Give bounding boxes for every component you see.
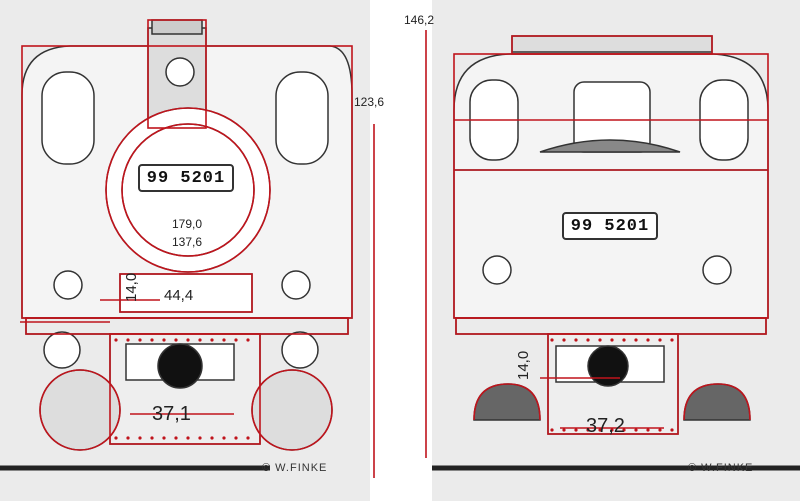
front-buffer-width-label: 44,4 bbox=[164, 287, 194, 304]
rear-credit: © W.FINKE bbox=[688, 462, 754, 474]
front-height-label: 123,6 bbox=[354, 95, 385, 109]
rear-buffer-height-label: 14,0 bbox=[515, 350, 532, 380]
front-credit: © W.FINKE bbox=[262, 462, 328, 474]
front-lower-width-label: 37,1 bbox=[152, 403, 191, 425]
rear-total-height-label: 146,2 bbox=[404, 13, 435, 27]
rear-number-plate: 99 5201 bbox=[562, 212, 658, 240]
front-inner-diameter-label: 137,6 bbox=[172, 235, 203, 249]
front-buffer-height-label: 14,0 bbox=[123, 272, 140, 302]
rear-lower-width-label: 37,2 bbox=[586, 415, 625, 437]
front-number-plate: 99 5201 bbox=[138, 164, 234, 192]
front-outer-diameter-label: 179,0 bbox=[172, 217, 203, 231]
